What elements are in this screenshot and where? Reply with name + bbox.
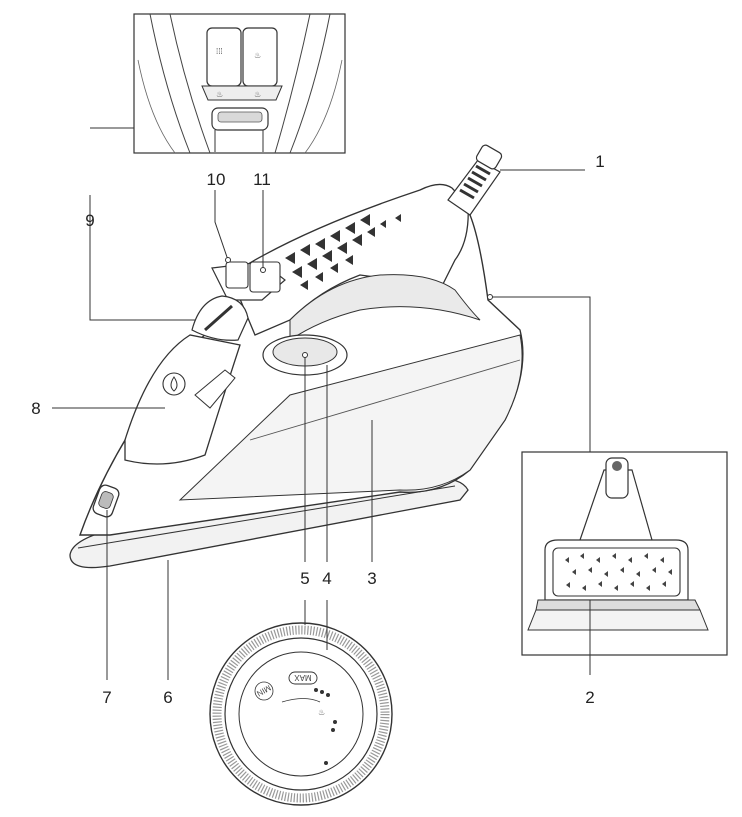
svg-text:♨: ♨ bbox=[254, 90, 261, 99]
handle-grip-pattern bbox=[285, 214, 401, 290]
callout-5: 5 bbox=[300, 569, 309, 588]
callout-7: 7 bbox=[102, 688, 111, 707]
callout-2: 2 bbox=[585, 688, 594, 707]
steam-burst-button-closeup bbox=[206, 27, 242, 87]
svg-text:♨: ♨ bbox=[254, 51, 261, 60]
dial-closeup: MAX MIN ♨ bbox=[209, 622, 393, 806]
cord-guard bbox=[447, 144, 503, 216]
svg-text:♨: ♨ bbox=[318, 708, 325, 717]
soleplate-closeup bbox=[552, 547, 681, 597]
callout-9: 9 bbox=[85, 211, 94, 230]
svg-text:⁞⁞⁞: ⁞⁞⁞ bbox=[216, 47, 223, 56]
iron-body bbox=[69, 144, 524, 569]
right-inset bbox=[521, 451, 728, 656]
callout-10: 10 bbox=[207, 170, 226, 189]
svg-text:♨: ♨ bbox=[216, 90, 223, 99]
callout-numbers: 1 2 3 4 5 6 7 8 9 10 11 bbox=[31, 152, 604, 707]
callout-3: 3 bbox=[367, 569, 376, 588]
dial-max-label: MAX bbox=[294, 673, 312, 682]
top-inset: ⁞⁞⁞ ♨ ♨ ♨ bbox=[133, 13, 346, 154]
callout-11: 11 bbox=[253, 170, 271, 189]
callout-4: 4 bbox=[322, 569, 331, 588]
callout-8: 8 bbox=[31, 399, 40, 418]
callout-6: 6 bbox=[163, 688, 172, 707]
callout-1: 1 bbox=[595, 152, 604, 171]
leader-lines bbox=[52, 127, 591, 680]
